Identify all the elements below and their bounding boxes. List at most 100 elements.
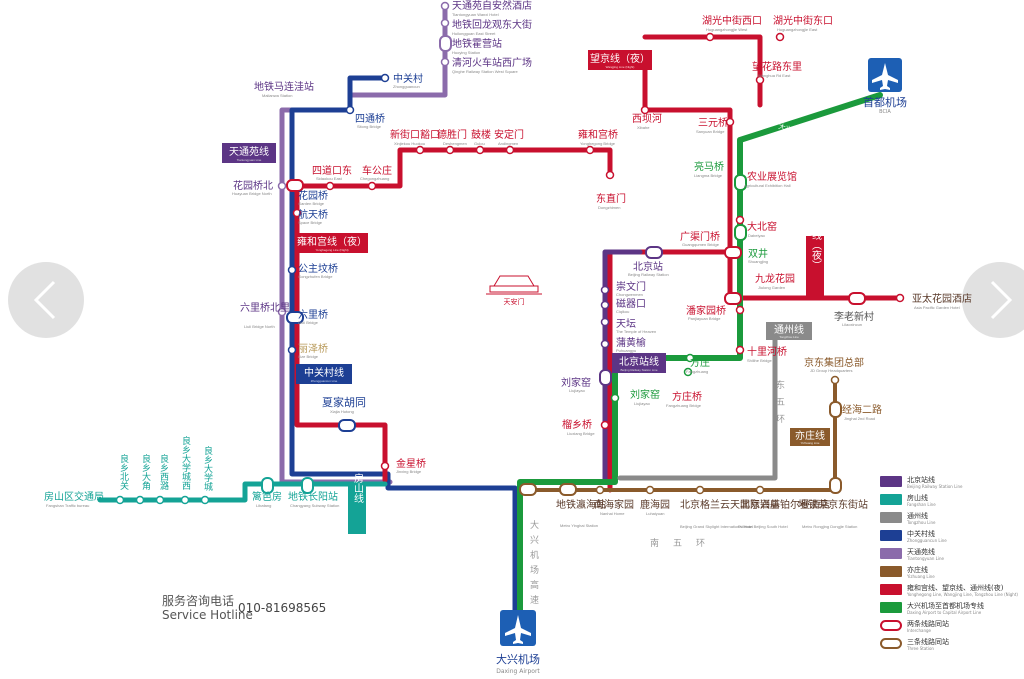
svg-text:Fangzhuang: Fangzhuang [686,369,708,374]
previous-arrow-button[interactable] [8,262,84,338]
svg-text:京东集团总部: 京东集团总部 [804,356,864,369]
svg-text:Sitong Bridge: Sitong Bridge [357,124,382,129]
chevron-left-icon [33,280,56,320]
svg-text:地铁瀛海站: 地铁瀛海站 [556,498,606,511]
svg-text:德胜门: 德胜门 [437,128,467,141]
svg-text:北京格兰云天国际酒店: 北京格兰云天国际酒店 [680,498,780,511]
svg-text:Chegongzhuang: Chegongzhuang [360,176,389,181]
svg-text:地铁马连洼站: 地铁马连洼站 [254,80,314,93]
tongzhou-tag: 通州线 Tongzhou Line [766,322,812,340]
svg-text:Andingmen: Andingmen [498,141,518,146]
svg-text:双井: 双井 [748,247,768,260]
svg-text:Garden Bridge: Garden Bridge [298,201,325,206]
svg-text:花园桥北: 花园桥北 [233,179,273,192]
svg-text:Zhongguancun: Zhongguancun [393,84,420,89]
svg-text:Zhongguancun Line: Zhongguancun Line [311,379,338,383]
svg-text:北京站线: 北京站线 [619,355,659,368]
yonghegong-south-path [294,183,388,483]
svg-text:Xibahe: Xibahe [637,125,650,130]
svg-text:Huguangzhongjie West: Huguangzhongjie West [706,27,748,32]
svg-text:三元桥: 三元桥 [698,117,728,129]
svg-text:刘家窑: 刘家窑 [561,376,591,389]
svg-text:中关村线: 中关村线 [304,366,344,379]
svg-text:李老新村: 李老新村 [834,310,874,323]
svg-text:The Temple of Heaven: The Temple of Heaven [616,329,656,334]
svg-text:中关村: 中关村 [393,72,423,85]
svg-text:Huayuan Bridge North: Huayuan Bridge North [232,191,272,196]
svg-text:Huguangzhongjie East: Huguangzhongjie East [777,27,818,32]
svg-text:鹿海园: 鹿海园 [640,498,670,511]
svg-text:Libafang: Libafang [256,503,271,508]
svg-text:鼓楼: 鼓楼 [471,128,491,141]
svg-text:东直门: 东直门 [596,192,626,205]
svg-text:望花路东里: 望花路东里 [752,60,802,73]
svg-text:篱笆房: 篱笆房 [252,490,282,503]
svg-text:Metro Yinghai Station: Metro Yinghai Station [560,523,598,528]
svg-text:Space Bridge: Space Bridge [298,220,323,225]
svg-text:Yonghegong Line (Night): Yonghegong Line (Night) [315,248,348,252]
svg-text:Liuli Bridge North: Liuli Bridge North [244,324,275,329]
wangjing-line-path [642,34,763,108]
svg-text:清河火车站西广场: 清河火车站西广场 [452,56,532,69]
capital-airport: 首都机场 BCIA [863,58,907,115]
svg-text:Xinjiekou Huokou: Xinjiekou Huokou [394,141,425,146]
next-arrow-button[interactable] [962,262,1024,338]
svg-text:Puhuangyu: Puhuangyu [616,348,636,353]
svg-text:Sanyuan Bridge: Sanyuan Bridge [696,129,725,134]
svg-text:丽泽桥: 丽泽桥 [298,343,328,355]
svg-text:Jinxing Bridge: Jinxing Bridge [396,469,422,474]
chevron-right-icon [990,280,1013,320]
svg-text:Liuxiang Bridge: Liuxiang Bridge [567,431,595,436]
svg-text:湖光中街西口: 湖光中街西口 [702,14,762,27]
svg-text:地铁回龙观东大街: 地铁回龙观东大街 [452,18,532,31]
svg-text:天通苑线: 天通苑线 [229,145,269,158]
vertical-station-label: 良乡大学城西 [181,435,191,491]
svg-text:Tiantongyuan Wanxi Hotel: Tiantongyuan Wanxi Hotel [452,12,499,17]
svg-text:Xiajia Hutong: Xiajia Hutong [330,409,354,414]
ring-road-label: 南五环 [650,537,719,548]
svg-text:Beijing Railway Station Line: Beijing Railway Station Line [620,368,657,372]
svg-text:潘家园桥: 潘家园桥 [686,304,726,317]
svg-text:亮马桥: 亮马桥 [694,160,724,173]
wangjing-tag: 望京线（夜） Wangjing Line (Night) [588,50,652,70]
svg-text:首都机场: 首都机场 [863,95,907,109]
hotline-number: 010-81698565 [238,601,327,615]
svg-text:湖光中街东口: 湖光中街东口 [773,14,833,27]
tongzhou-night-tag: 通州线（夜） [806,210,824,298]
vertical-station-label: 良乡西潞 [159,453,169,491]
svg-text:地铁荣京东街站: 地铁荣京东街站 [798,498,868,511]
svg-text:Nanhai Home: Nanhai Home [600,511,625,516]
vertical-station-label: 良乡北关 [119,453,129,491]
svg-text:房山线: 房山线 [352,472,364,503]
svg-text:夏家胡同: 夏家胡同 [322,395,366,409]
svg-text:Pullman Beijing South Hotel: Pullman Beijing South Hotel [738,524,788,529]
svg-text:Yonghegong Bridge: Yonghegong Bridge [580,141,616,146]
svg-text:十里河桥: 十里河桥 [747,345,787,358]
